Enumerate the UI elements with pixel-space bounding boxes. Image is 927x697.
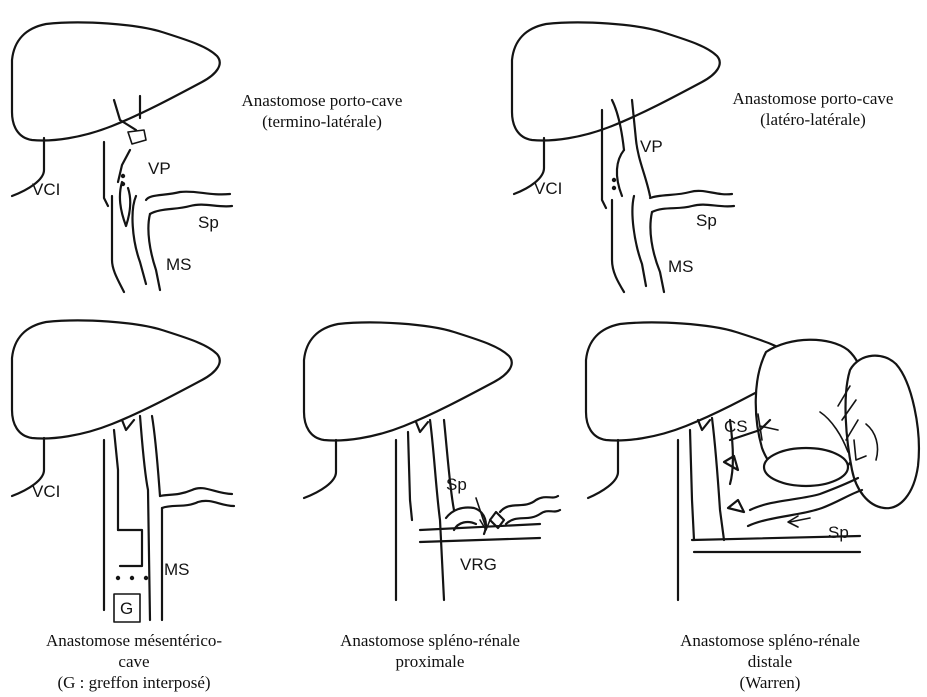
- caption-line: (termino-latérale): [222, 111, 422, 132]
- caption-line: proximale: [290, 651, 570, 672]
- caption-line: Anastomose mésentérico-: [4, 630, 264, 651]
- smv-right: [148, 214, 160, 290]
- caption-line: Anastomose spléno-rénale: [290, 630, 570, 651]
- label-vci: VCI: [534, 179, 562, 198]
- ivc-lower: [612, 200, 624, 292]
- splenic-vein-upper: [650, 191, 732, 198]
- smv-left: [140, 416, 150, 620]
- ivc-left-wall: [588, 440, 618, 498]
- liver-shape: [512, 22, 720, 140]
- hepatic-notch: [698, 420, 710, 430]
- splenic-vein-lower: [652, 205, 734, 212]
- smv-left: [712, 418, 724, 540]
- label-ms: MS: [164, 560, 190, 579]
- liver-shape: [12, 320, 220, 438]
- label-vp: VP: [640, 137, 663, 156]
- label-sp: Sp: [198, 213, 219, 232]
- caption-panel-1: Anastomose porto-cave (termino-latérale): [222, 90, 422, 132]
- label-cs: CS: [724, 417, 748, 436]
- renal-vein-upper: [420, 524, 540, 530]
- smv-left: [632, 196, 646, 286]
- side-anastomosis: [617, 150, 624, 196]
- ligature-lower: [728, 500, 744, 512]
- panel-portocaval-end-to-side: VCI VP Sp MS: [12, 22, 232, 292]
- hepatic-notch: [122, 420, 134, 430]
- panel-distal-splenorenal: CS Sp: [586, 322, 919, 600]
- liver-shape: [12, 22, 220, 140]
- hepatic-notch: [416, 422, 428, 432]
- panel-portocaval-side-to-side: VCI VP Sp MS: [512, 22, 734, 292]
- splenic-vein-upper: [146, 192, 230, 200]
- panel-proximal-splenorenal: Sp VRG: [304, 322, 560, 600]
- arrow-shaft: [476, 498, 486, 528]
- smv-left: [133, 196, 146, 284]
- caption-line: cave: [4, 651, 264, 672]
- label-sp: Sp: [696, 211, 717, 230]
- caption-line: Anastomose spléno-rénale: [620, 630, 920, 651]
- label-vrg: VRG: [460, 555, 497, 574]
- ivc-wall-mid: [104, 142, 108, 206]
- ivc-right: [114, 430, 118, 530]
- label-sp: Sp: [828, 523, 849, 542]
- anastomosis-loop: [120, 182, 130, 226]
- splenic-vein-upper: [500, 496, 558, 512]
- stomach-pouch: [764, 448, 848, 486]
- smv-left: [430, 420, 444, 600]
- ivc-right: [408, 432, 412, 520]
- portal-right: [444, 420, 454, 510]
- label-vp: VP: [148, 159, 171, 178]
- graft-upper: [118, 530, 142, 566]
- label-vci: VCI: [32, 180, 60, 199]
- caption-panel-3: Anastomose mésentérico- cave (G : greffo…: [4, 630, 264, 693]
- splenic-vein-lower: [162, 501, 234, 508]
- splenic-vein-lower: [506, 510, 560, 524]
- caption-line: (latéro-latérale): [703, 109, 923, 130]
- spleen-shape: [846, 356, 919, 509]
- caption-panel-4: Anastomose spléno-rénale proximale: [290, 630, 570, 672]
- smv-right: [650, 212, 664, 292]
- splenic-vein-upper: [160, 488, 232, 496]
- label-g: G: [120, 599, 133, 618]
- label-sp: Sp: [446, 475, 467, 494]
- liver-shape: [304, 322, 512, 440]
- ivc-right: [690, 430, 694, 540]
- label-ms: MS: [166, 255, 192, 274]
- portal-right: [152, 416, 160, 496]
- label-ms: MS: [668, 257, 694, 276]
- ivc-left-wall: [304, 440, 336, 498]
- label-vci: VCI: [32, 482, 60, 501]
- splenic-vein-lower: [150, 205, 232, 214]
- caption-line: Anastomose porto-cave: [703, 88, 923, 109]
- ligated-end: [128, 130, 146, 144]
- caption-line: Anastomose porto-cave: [222, 90, 422, 111]
- caption-panel-5: Anastomose spléno-rénale distale (Warren…: [620, 630, 920, 693]
- splenic-vein-lower: [748, 490, 862, 526]
- renal-vein-lower: [420, 538, 540, 542]
- caption-line: (G : greffon interposé): [4, 672, 264, 693]
- caption-panel-2: Anastomose porto-cave (latéro-latérale): [703, 88, 923, 130]
- caption-line: distale: [620, 651, 920, 672]
- ligature-upper: [724, 456, 738, 470]
- caption-line: (Warren): [620, 672, 920, 693]
- panel-mesocaval: VCI MS G: [12, 320, 234, 622]
